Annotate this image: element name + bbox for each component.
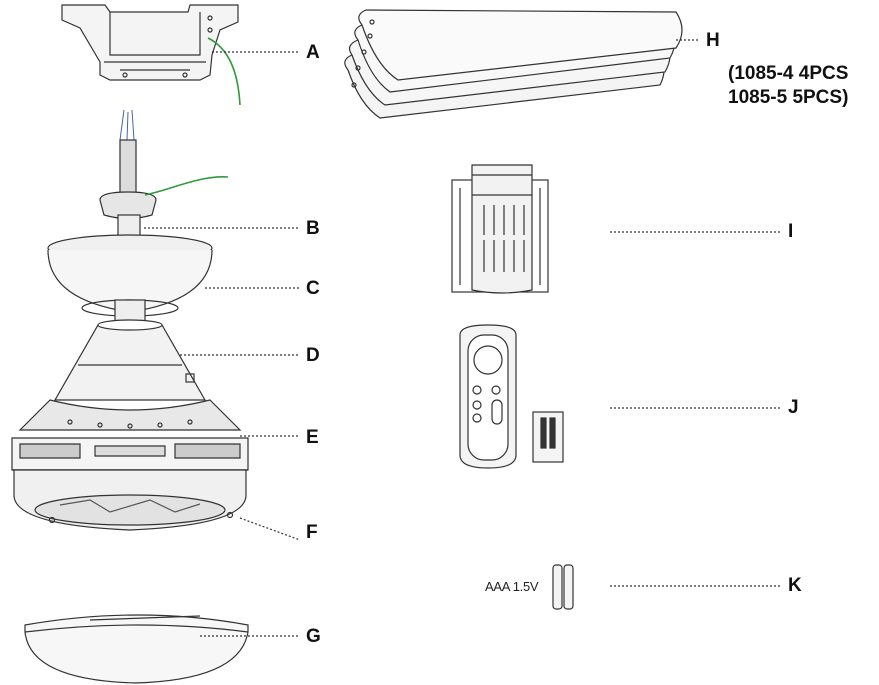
motor-housing-part-d bbox=[18, 319, 242, 431]
label-b: B bbox=[306, 218, 320, 239]
label-e: E bbox=[306, 427, 319, 448]
blade-quantity-line-1: (1085-4 4PCS bbox=[728, 63, 849, 84]
leader-lines bbox=[144, 39, 780, 637]
battery-text: AAA 1.5V bbox=[485, 579, 539, 594]
label-a: A bbox=[306, 42, 320, 63]
light-cover-part-g bbox=[24, 614, 249, 684]
canopy-part-c bbox=[47, 234, 213, 325]
blade-housing-part-e bbox=[11, 437, 249, 471]
downrod bbox=[119, 109, 137, 196]
label-d: D bbox=[306, 345, 320, 366]
label-g: G bbox=[306, 626, 321, 647]
canopy-coupling-part-b bbox=[99, 176, 229, 241]
blade-quantity-line-2: 1085-5 5PCS) bbox=[728, 87, 849, 108]
label-i: I bbox=[788, 221, 794, 242]
remote-part-j bbox=[459, 324, 564, 469]
blade-quantity-note: (1085-4 4PCS 1085-5 5PCS) bbox=[728, 62, 848, 110]
lower-housing-part-f bbox=[13, 469, 247, 531]
label-j: J bbox=[788, 397, 799, 418]
receiver-part-i bbox=[451, 164, 549, 294]
mounting-bracket-part-a bbox=[61, 4, 241, 106]
label-c: C bbox=[306, 278, 320, 299]
label-f: F bbox=[306, 522, 318, 543]
blades-part-h bbox=[344, 9, 683, 119]
batteries-part-k bbox=[552, 564, 574, 610]
label-k: K bbox=[788, 575, 802, 596]
label-h: H bbox=[706, 30, 720, 51]
